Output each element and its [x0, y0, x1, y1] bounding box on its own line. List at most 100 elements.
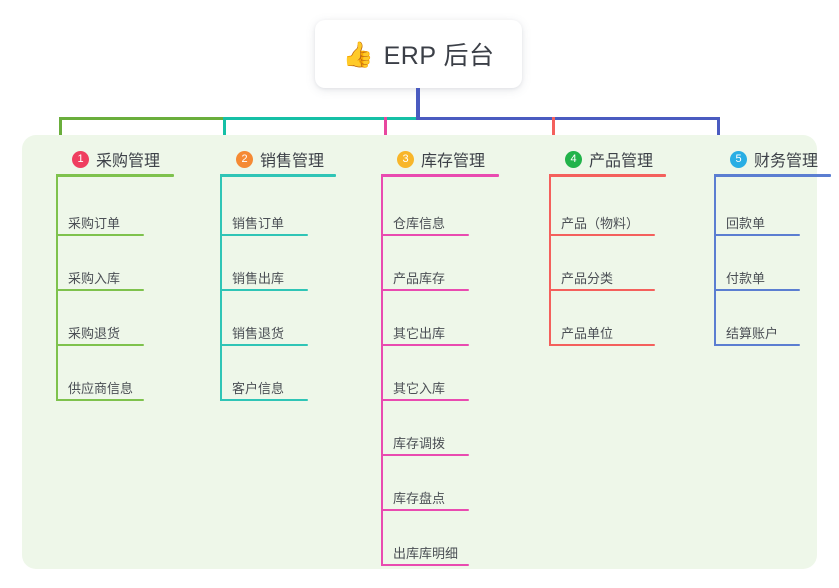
leaf-item-rule — [220, 289, 308, 291]
leaf-item-rule — [381, 289, 469, 291]
branch-header-rule — [56, 174, 174, 177]
leaf-item-label: 付款单 — [726, 271, 766, 286]
trunk-segment-teal — [223, 117, 420, 120]
leaf-item-label: 销售订单 — [232, 216, 285, 231]
leaf-item[interactable]: 采购订单 — [56, 210, 144, 236]
leaf-item-label: 其它入库 — [393, 381, 446, 396]
leaf-item-rule — [381, 344, 469, 346]
leaf-item[interactable]: 供应商信息 — [56, 375, 144, 401]
leaf-item[interactable]: 付款单 — [714, 265, 800, 291]
branch-header-5[interactable]: 5 财务管理 — [714, 145, 818, 173]
leaf-item[interactable]: 其它入库 — [381, 375, 469, 401]
branch-spine — [220, 174, 222, 401]
leaf-item-label: 产品（物料） — [561, 216, 640, 231]
leaf-item[interactable]: 结算账户 — [714, 320, 800, 346]
leaf-item-rule — [381, 234, 469, 236]
branch-column-2: 2 销售管理销售订单销售出库销售退货客户信息 — [220, 135, 336, 401]
branch-drop-1 — [59, 117, 62, 141]
branch-spine — [56, 174, 58, 401]
branch-header-rule — [714, 174, 831, 177]
leaf-item[interactable]: 销售出库 — [220, 265, 308, 291]
leaf-item-label: 产品单位 — [561, 326, 614, 341]
leaf-item-rule — [549, 344, 655, 346]
leaf-item[interactable]: 销售订单 — [220, 210, 308, 236]
leaf-item-rule — [220, 344, 308, 346]
trunk-segment-blue — [416, 117, 720, 120]
leaf-item[interactable]: 回款单 — [714, 210, 800, 236]
leaf-item-label: 仓库信息 — [393, 216, 446, 231]
branch-title: 产品管理 — [589, 153, 654, 170]
branch-header-4[interactable]: 4 产品管理 — [549, 145, 653, 173]
leaf-item-label: 采购入库 — [68, 271, 121, 286]
leaf-item-rule — [549, 289, 655, 291]
leaf-item-rule — [714, 344, 800, 346]
leaf-item-label: 销售出库 — [232, 271, 285, 286]
leaf-item[interactable]: 客户信息 — [220, 375, 308, 401]
branch-spine — [549, 174, 551, 346]
branch-column-3: 3 库存管理仓库信息产品库存其它出库其它入库库存调拨库存盘点出库库明细 — [381, 135, 499, 566]
leaf-item-label: 采购订单 — [68, 216, 121, 231]
leaf-item-label: 其它出库 — [393, 326, 446, 341]
leaf-item-rule — [56, 344, 144, 346]
leaf-item-label: 销售退货 — [232, 326, 285, 341]
leaf-item-label: 库存盘点 — [393, 491, 446, 506]
leaf-item-rule — [381, 509, 469, 511]
leaf-item-rule — [381, 454, 469, 456]
branch-number-badge: 3 — [397, 150, 414, 168]
leaf-item-rule — [56, 289, 144, 291]
branch-drop-4 — [552, 117, 555, 141]
leaf-item-rule — [714, 234, 800, 236]
leaf-item-rule — [56, 234, 144, 236]
branch-header-2[interactable]: 2 销售管理 — [220, 145, 324, 173]
branch-number-badge: 2 — [236, 150, 253, 168]
leaf-item[interactable]: 库存调拨 — [381, 430, 469, 456]
root-stem — [416, 88, 420, 120]
leaf-item-rule — [381, 399, 469, 401]
branch-drop-3 — [384, 117, 387, 141]
leaf-item[interactable]: 其它出库 — [381, 320, 469, 346]
leaf-item-rule — [549, 234, 655, 236]
branch-title: 采购管理 — [96, 153, 161, 170]
branch-header-rule — [220, 174, 336, 177]
branch-header-rule — [381, 174, 499, 177]
root-node-card[interactable]: 👍 ERP 后台 — [315, 20, 522, 88]
branch-title: 销售管理 — [260, 153, 325, 170]
leaf-item-label: 回款单 — [726, 216, 766, 231]
branch-title: 库存管理 — [421, 153, 486, 170]
branch-spine — [381, 174, 383, 566]
leaf-item[interactable]: 采购退货 — [56, 320, 144, 346]
leaf-item-rule — [220, 234, 308, 236]
leaf-item-rule — [220, 399, 308, 401]
branch-column-4: 4 产品管理产品（物料） 产品分类产品单位 — [549, 135, 666, 346]
leaf-item-label: 采购退货 — [68, 326, 121, 341]
branch-number-badge: 4 — [565, 150, 582, 168]
leaf-item-label: 客户信息 — [232, 381, 285, 396]
leaf-item[interactable]: 产品库存 — [381, 265, 469, 291]
leaf-item[interactable]: 库存盘点 — [381, 485, 469, 511]
leaf-item-rule — [714, 289, 800, 291]
leaf-item[interactable]: 出库库明细 — [381, 540, 469, 566]
leaf-item-label: 库存调拨 — [393, 436, 446, 451]
branch-drop-5 — [717, 117, 720, 141]
branch-spine — [714, 174, 716, 346]
branch-number-badge: 5 — [730, 150, 747, 168]
leaf-item-label: 结算账户 — [726, 326, 779, 341]
leaf-item-label: 产品分类 — [561, 271, 614, 286]
leaf-item-rule — [56, 399, 144, 401]
leaf-item[interactable]: 销售退货 — [220, 320, 308, 346]
trunk-segment-green — [59, 117, 226, 120]
leaf-item[interactable]: 产品（物料） — [549, 210, 655, 236]
branch-drop-2 — [223, 117, 226, 141]
leaf-item[interactable]: 仓库信息 — [381, 210, 469, 236]
leaf-item[interactable]: 产品单位 — [549, 320, 655, 346]
branch-title: 财务管理 — [754, 153, 819, 170]
leaf-item[interactable]: 采购入库 — [56, 265, 144, 291]
leaf-item-label: 产品库存 — [393, 271, 446, 286]
branch-header-3[interactable]: 3 库存管理 — [381, 145, 485, 173]
leaf-item-label: 出库库明细 — [393, 546, 459, 561]
leaf-item[interactable]: 产品分类 — [549, 265, 655, 291]
leaf-item-label: 供应商信息 — [68, 381, 134, 396]
leaf-item-rule — [381, 564, 469, 566]
